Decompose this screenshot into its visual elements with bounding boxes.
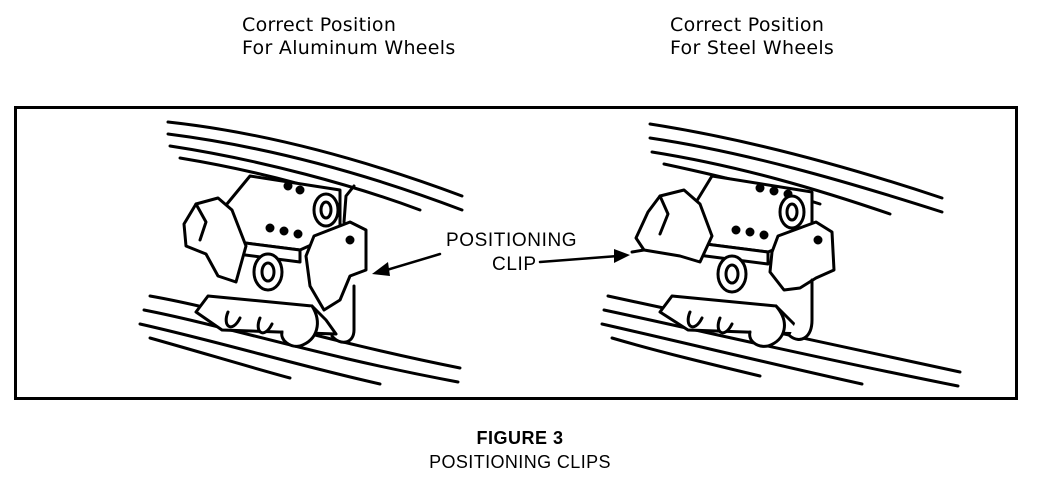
steel-caption-line2: For Steel Wheels [670,37,835,59]
steel-right-weight [768,220,836,292]
steel-positioning-clip [630,188,714,264]
steel-wheel-drawing [600,122,962,388]
positioning-clip-label-line2: CLIP [492,254,537,276]
figure-subtitle: POSITIONING CLIPS [429,452,611,472]
right-arrowhead [614,249,630,263]
steel-wheel-caption: Correct Position For Steel Wheels [670,14,834,60]
steel-spring-clip [658,278,814,348]
callout-arrowheads [372,249,630,276]
aluminum-spring-clip [194,294,338,348]
steel-caption-line1: Correct Position [670,14,825,36]
left-arrowhead [372,262,390,276]
figure-number: FIGURE 3 [476,428,564,448]
aluminum-wheel-drawing [138,120,464,386]
steel-wheel-stud [716,194,806,294]
aluminum-mounting-plate [220,174,342,264]
aluminum-wheel-stud [252,192,340,292]
aluminum-wheel-caption: Correct Position For Aluminum Wheels [242,14,456,60]
positioning-clip-label-line1: POSITIONING [446,230,578,252]
aluminum-left-weight [182,196,248,284]
callout-leader-lines [378,252,620,274]
aluminum-positioning-clip [304,184,368,344]
illustration-frame [14,106,1018,400]
aluminum-caption-line1: Correct Position [242,14,397,36]
aluminum-caption-line2: For Aluminum Wheels [242,37,456,59]
